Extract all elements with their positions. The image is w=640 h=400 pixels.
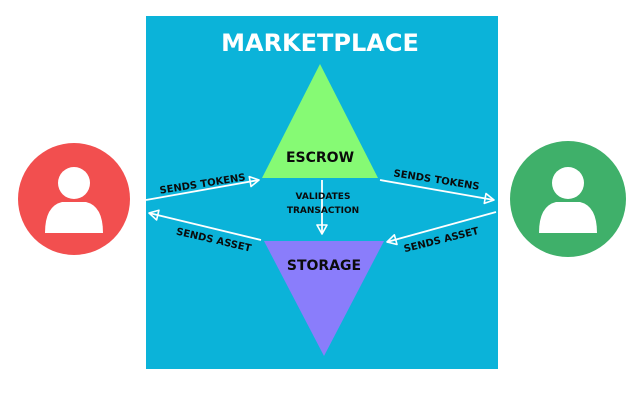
user-icon — [45, 167, 103, 233]
buyer-avatar — [18, 143, 130, 255]
validates-label-line2: TRANSACTION — [287, 206, 359, 216]
escrow-node — [262, 64, 378, 178]
user-icon — [539, 167, 597, 233]
validates-label-line1: VALIDATES — [296, 192, 351, 202]
storage-label: STORAGE — [287, 258, 361, 274]
seller-avatar — [510, 141, 626, 257]
escrow-label: ESCROW — [286, 150, 354, 166]
storage-node — [264, 241, 384, 356]
seller-sends-tokens-arrow — [379, 179, 495, 205]
buyer-sends-asset-arrow — [148, 209, 262, 241]
seller-sends-asset-arrow — [386, 211, 497, 246]
marketplace-title: MARKETPLACE — [221, 29, 419, 57]
buyer-sends-tokens-arrow — [145, 175, 260, 201]
